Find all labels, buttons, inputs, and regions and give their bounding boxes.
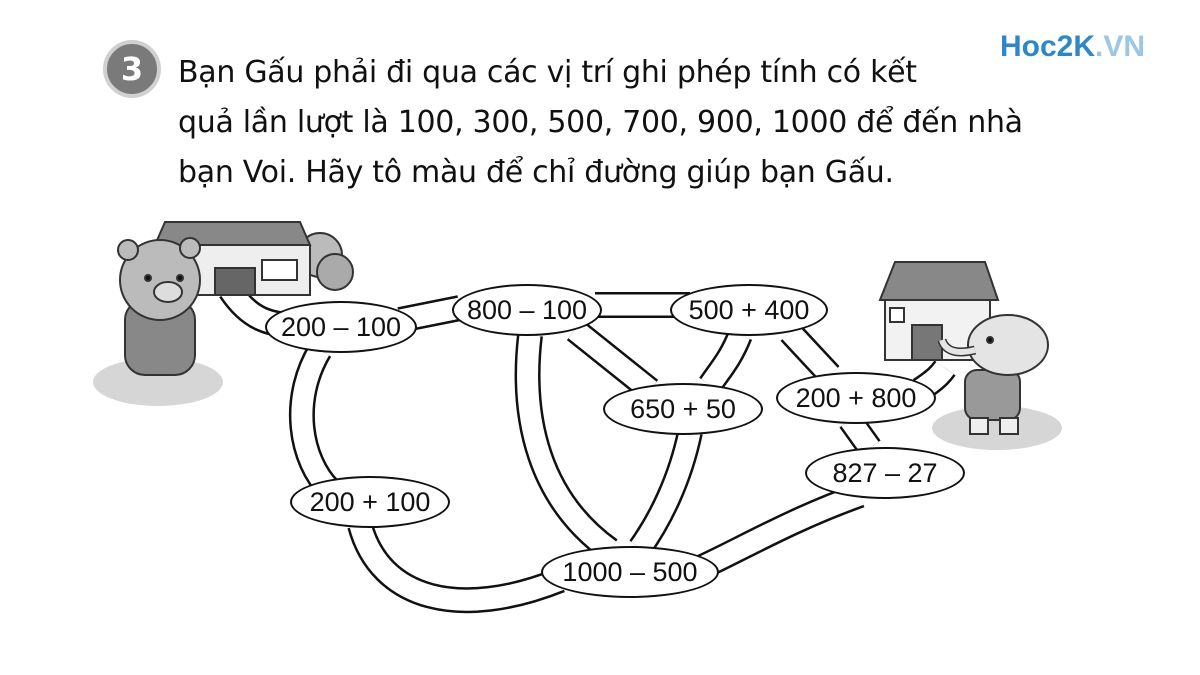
- bear-shadow: [93, 358, 223, 406]
- elephant-shadow: [932, 406, 1062, 450]
- node-1000-minus-500[interactable]: 1000 – 500: [541, 546, 719, 598]
- node-500-plus-400[interactable]: 500 + 400: [670, 284, 828, 336]
- node-200-plus-800[interactable]: 200 + 800: [776, 372, 936, 424]
- node-800-minus-100[interactable]: 800 – 100: [452, 284, 602, 336]
- bear-illustration: [117, 237, 201, 376]
- logo: Hoc2K.VN: [1000, 30, 1146, 63]
- elephant-illustration: [937, 314, 1049, 435]
- node-650-plus-50[interactable]: 650 + 50: [603, 383, 763, 435]
- node-827-minus-27[interactable]: 827 – 27: [805, 447, 965, 499]
- question-line-3: bạn Voi. Hãy tô màu để chỉ đường giúp bạ…: [178, 155, 894, 190]
- question-line-2: quả lần lượt là 100, 300, 500, 700, 900,…: [178, 105, 1023, 140]
- question-line-1: Bạn Gấu phải đi qua các vị trí ghi phép …: [178, 55, 917, 90]
- roads: [219, 282, 956, 614]
- exercise-number-badge: 3: [103, 40, 161, 98]
- node-200-plus-100[interactable]: 200 + 100: [290, 476, 450, 528]
- node-200-minus-100[interactable]: 200 – 100: [265, 301, 417, 353]
